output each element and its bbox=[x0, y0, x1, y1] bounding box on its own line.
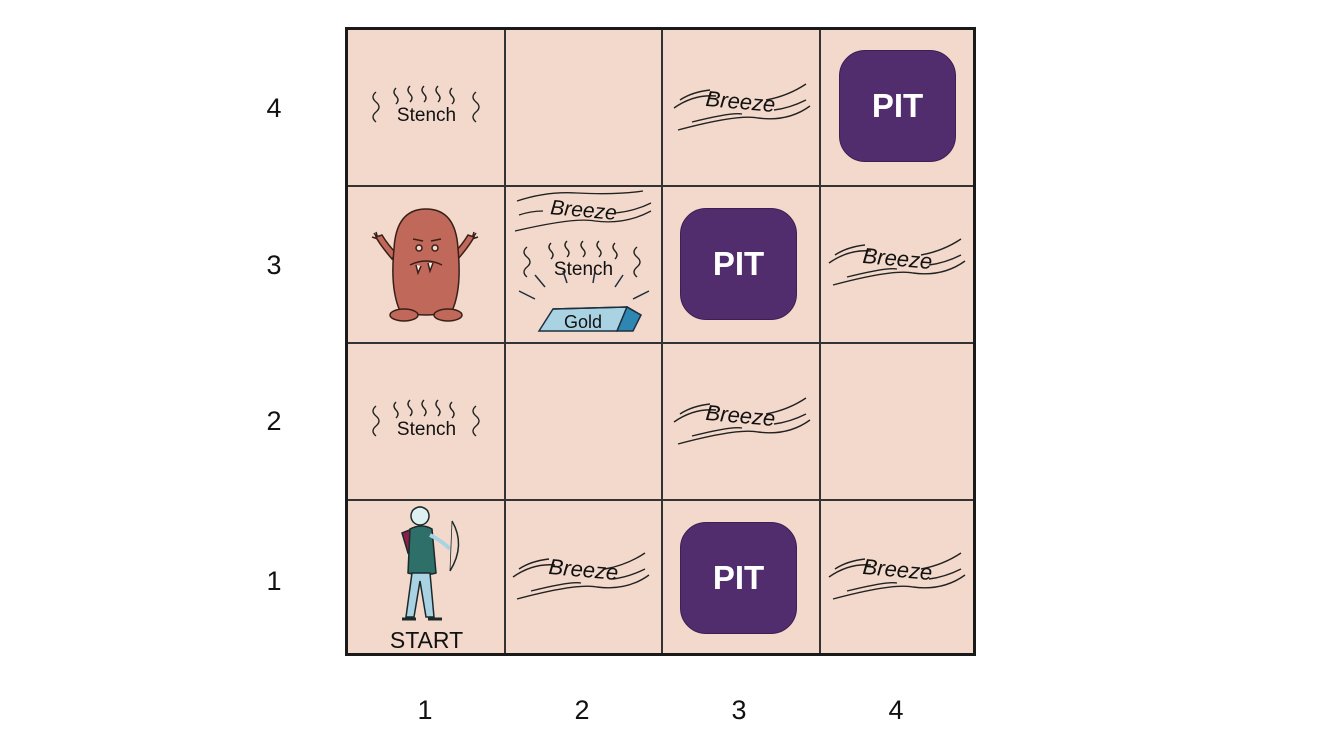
wumpus-icon bbox=[371, 208, 479, 322]
start-label: START bbox=[389, 627, 464, 653]
breeze-indicator: Breeze bbox=[662, 30, 819, 187]
stench-label: Stench bbox=[396, 419, 457, 440]
cell-r4c2[interactable] bbox=[505, 30, 662, 187]
stench-waves-icon bbox=[372, 399, 480, 437]
agent-icon bbox=[401, 506, 460, 621]
cell-r3c2[interactable]: Breeze Stench bbox=[505, 187, 662, 344]
row-label-2: 2 bbox=[266, 406, 282, 436]
breeze-waves-icon bbox=[828, 552, 966, 600]
cell-r2c1[interactable]: Stench bbox=[348, 344, 505, 501]
breeze-waves-icon bbox=[512, 552, 650, 600]
cell-r1c4[interactable]: Breeze bbox=[819, 501, 976, 658]
grid-line bbox=[504, 30, 506, 653]
breeze-waves-icon bbox=[673, 397, 811, 445]
grid-line bbox=[661, 30, 663, 653]
col-label-2: 2 bbox=[574, 695, 590, 725]
stench-indicator: Stench bbox=[348, 30, 505, 187]
breeze-waves-icon bbox=[673, 83, 811, 131]
breeze-indicator: Breeze bbox=[819, 501, 976, 658]
cell-r3c1[interactable] bbox=[348, 187, 505, 344]
stench-label: Stench bbox=[396, 105, 457, 126]
breeze-indicator: Breeze bbox=[819, 187, 976, 344]
breeze-waves-icon bbox=[514, 190, 652, 232]
grid-line bbox=[348, 185, 973, 187]
col-label-1: 1 bbox=[417, 695, 433, 725]
cell-r2c3[interactable]: Breeze bbox=[662, 344, 819, 501]
pit: PIT bbox=[839, 50, 956, 162]
col-label-4: 4 bbox=[888, 695, 904, 725]
pit: PIT bbox=[680, 208, 797, 320]
cell-r1c1[interactable]: START bbox=[348, 501, 505, 658]
row-label-3: 3 bbox=[266, 250, 282, 280]
breeze-indicator: Breeze bbox=[505, 501, 662, 658]
cell-r4c4[interactable]: PIT bbox=[819, 30, 976, 187]
cell-r4c3[interactable]: Breeze bbox=[662, 30, 819, 187]
stench-waves-icon bbox=[523, 240, 641, 278]
cell-r2c2[interactable] bbox=[505, 344, 662, 501]
stench-indicator: Stench bbox=[505, 187, 662, 344]
wumpus-world-grid: Stench Breeze PIT bbox=[345, 27, 976, 656]
grid-line bbox=[348, 499, 973, 501]
cell-r3c4[interactable]: Breeze bbox=[819, 187, 976, 344]
grid-line bbox=[819, 30, 821, 653]
cell-r1c3[interactable]: PIT bbox=[662, 501, 819, 658]
stench-waves-icon bbox=[372, 85, 480, 123]
stench-label: Stench bbox=[553, 259, 614, 280]
row-label-4: 4 bbox=[266, 93, 282, 123]
stench-indicator: Stench bbox=[348, 344, 505, 501]
breeze-indicator: Breeze bbox=[662, 344, 819, 501]
grid-line bbox=[348, 342, 973, 344]
cell-r4c1[interactable]: Stench bbox=[348, 30, 505, 187]
gold-label: Gold bbox=[563, 312, 603, 332]
pit: PIT bbox=[680, 522, 797, 634]
row-label-1: 1 bbox=[266, 566, 282, 596]
cell-r3c3[interactable]: PIT bbox=[662, 187, 819, 344]
col-label-3: 3 bbox=[731, 695, 747, 725]
breeze-indicator: Breeze bbox=[505, 187, 662, 344]
breeze-waves-icon bbox=[828, 238, 966, 286]
gold-icon bbox=[518, 270, 650, 332]
cell-r2c4[interactable] bbox=[819, 344, 976, 501]
cell-r1c2[interactable]: Breeze bbox=[505, 501, 662, 658]
